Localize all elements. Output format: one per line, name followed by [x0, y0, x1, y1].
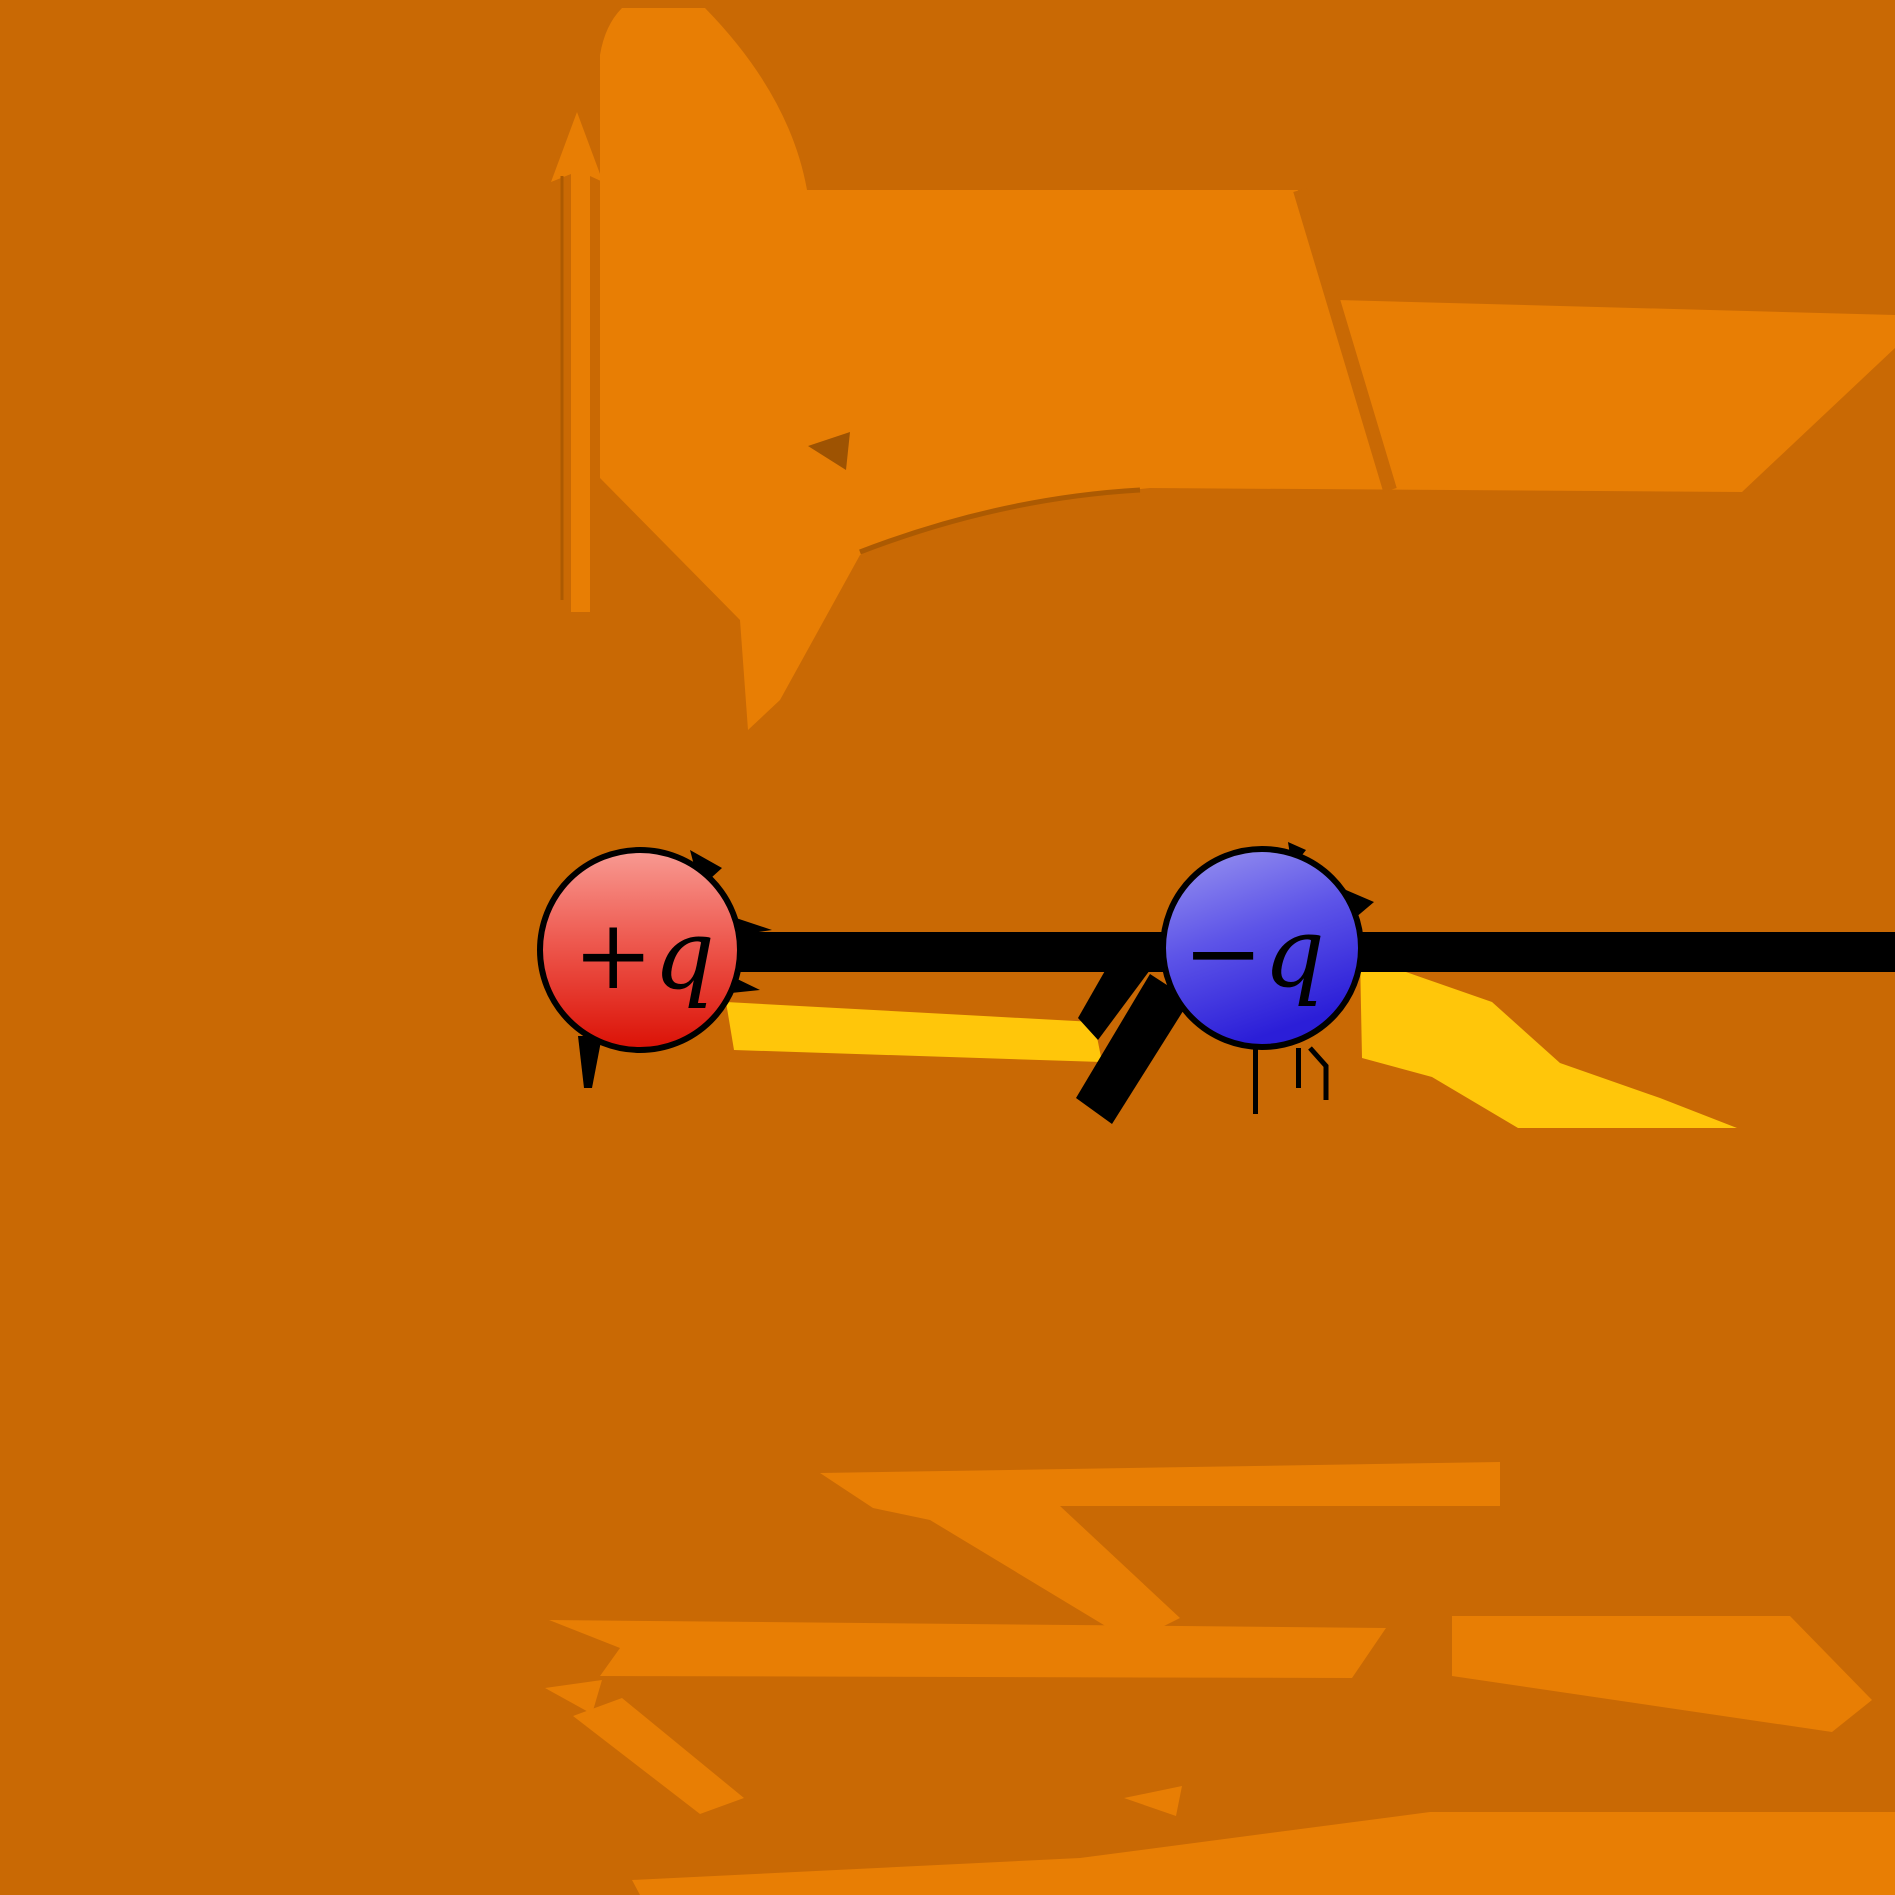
flux-tube-right [1360, 956, 1737, 1128]
bottom-ribbon-tip [545, 1680, 602, 1714]
neg-stub-3 [1308, 1046, 1329, 1100]
negative-charge [1160, 846, 1364, 1050]
field-ribbons [545, 8, 1895, 1895]
bottom-ribbon-band [549, 1620, 1386, 1678]
up-arrow-field-line [551, 112, 603, 612]
flux-tube-left [726, 1002, 1102, 1062]
neg-diagonal-thin [1078, 948, 1150, 1040]
positive-q-symbol: q [653, 899, 714, 1011]
plus-sign: + [573, 899, 653, 1011]
lobe-gap-line [1293, 187, 1397, 493]
pos-lower-spike [578, 1036, 602, 1088]
neg-stub-1 [1253, 1048, 1258, 1114]
inner-arrowhead [808, 432, 850, 470]
top-field-lobe [600, 8, 1895, 730]
bottom-diagonal-ribbon [573, 1698, 744, 1814]
negative-q-symbol: q [1263, 897, 1324, 1009]
neg-stub-2 [1296, 1048, 1301, 1088]
positive-charge [537, 847, 743, 1053]
neg-diagonal-thick [1076, 974, 1190, 1124]
positive-charge-label: +q [573, 899, 715, 1011]
small-right-arrow [1124, 1786, 1182, 1816]
flux-tube [726, 956, 1737, 1128]
left-arrow-ribbon [820, 1462, 1500, 1642]
lower-right-band [1452, 1616, 1872, 1732]
bottom-edge-band [632, 1812, 1895, 1895]
negative-charge-label: −q [1183, 897, 1325, 1009]
ribbon-edges [560, 176, 1397, 600]
lobe-bottom-edge-line [859, 487, 1141, 555]
minus-sign: − [1183, 897, 1263, 1009]
